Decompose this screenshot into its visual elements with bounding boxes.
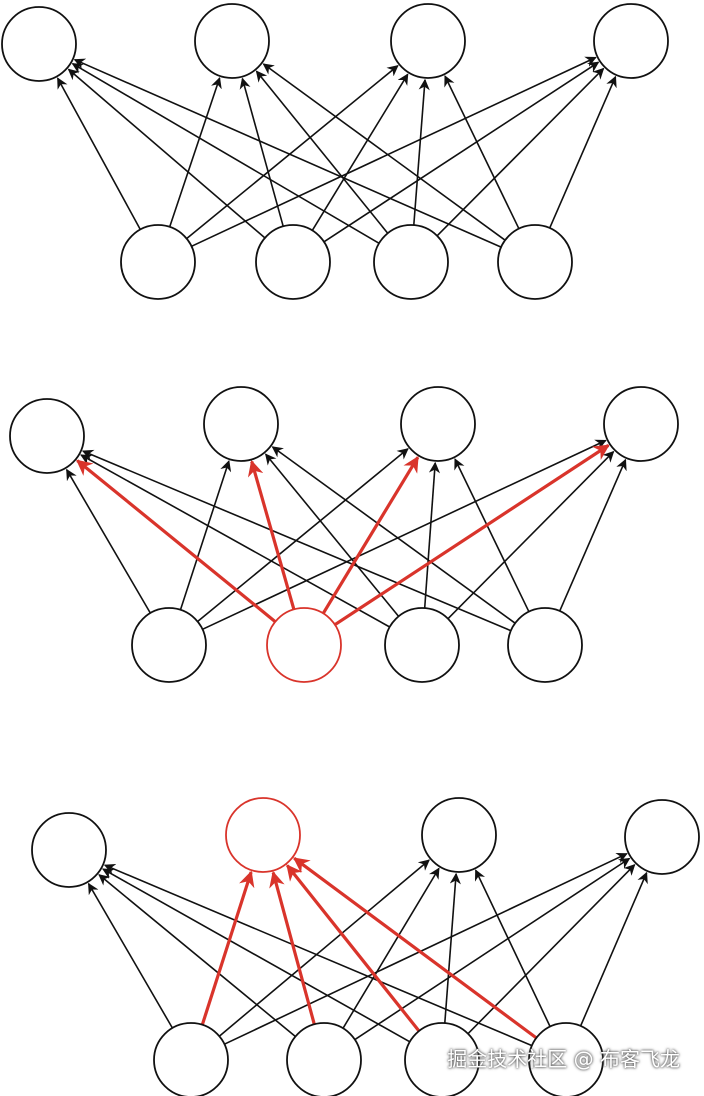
- panel-full-connections: [1, 3, 669, 300]
- output-node-3: [390, 3, 466, 79]
- edge-input-2-to-output-4: [354, 857, 631, 1041]
- output-node-4: [593, 3, 669, 79]
- input-node-2: [255, 224, 331, 300]
- edge-input-1-to-output-4: [202, 439, 607, 631]
- edge-input-2-to-output-2: [247, 459, 296, 610]
- edge-input-4-to-output-3: [474, 869, 551, 1027]
- edge-input-1-to-output-2: [168, 76, 222, 228]
- input-node-1: [131, 607, 207, 683]
- edge-input-4-to-output-4: [548, 75, 617, 229]
- edge-input-4-to-output-2: [262, 63, 506, 241]
- input-node-1: [120, 224, 196, 300]
- output-node-3: [421, 797, 497, 873]
- edge-input-3-to-output-3: [423, 461, 441, 609]
- panel-input-node-highlighted: [9, 386, 679, 683]
- edge-input-1-to-output-2: [179, 460, 232, 611]
- edge-input-2-to-output-3: [342, 867, 440, 1029]
- edge-input-2-to-output-4: [334, 444, 610, 627]
- input-node-1: [153, 1022, 229, 1096]
- edge-input-4-to-output-2: [293, 857, 538, 1040]
- edge-group-highlight: [76, 444, 610, 627]
- edge-input-3-to-output-4: [436, 67, 605, 237]
- edge-group-default: [66, 439, 627, 632]
- edge-input-2-to-output-2: [269, 871, 316, 1025]
- output-node-4: [603, 386, 679, 462]
- edge-input-2-to-output-1: [67, 68, 266, 239]
- edge-input-3-to-output-4: [467, 864, 636, 1035]
- input-node-4: [528, 1022, 604, 1096]
- edge-input-4-to-output-3: [444, 75, 520, 230]
- edge-input-4-to-output-4: [579, 871, 648, 1027]
- edge-input-4-to-output-4: [558, 458, 627, 612]
- input-node-2: [286, 1022, 362, 1096]
- edge-input-1-to-output-2: [200, 870, 255, 1026]
- watermark-text: 掘金技术社区 @ 布客飞龙: [447, 1047, 680, 1071]
- input-node-3: [373, 224, 449, 300]
- input-node-2: [266, 607, 342, 683]
- edge-input-2-to-output-4: [323, 61, 600, 243]
- edge-input-1-to-output-1: [66, 468, 151, 614]
- edge-input-3-to-output-3: [413, 78, 430, 226]
- edge-input-4-to-output-2: [271, 446, 516, 624]
- edge-input-2-to-output-2: [239, 77, 284, 227]
- edge-input-3-to-output-1: [71, 63, 380, 244]
- edge-group-default: [87, 852, 648, 1047]
- edge-input-3-to-output-1: [102, 868, 411, 1043]
- input-node-3: [404, 1022, 480, 1096]
- edge-input-1-to-output-4: [191, 56, 597, 248]
- panel-output-node-highlighted: [31, 797, 700, 1096]
- edge-input-3-to-output-3: [444, 872, 461, 1024]
- output-node-1: [9, 398, 85, 474]
- edge-input-3-to-output-1: [80, 454, 391, 628]
- edge-input-4-to-output-1: [103, 863, 533, 1047]
- edge-input-4-to-output-1: [81, 449, 512, 632]
- output-node-1: [31, 812, 107, 888]
- edge-input-1-to-output-3: [218, 859, 430, 1037]
- edge-input-3-to-output-2: [286, 864, 421, 1032]
- edge-input-4-to-output-1: [73, 58, 502, 248]
- output-node-2: [225, 797, 301, 873]
- edge-group-default: [56, 56, 617, 248]
- input-node-4: [497, 224, 573, 300]
- edge-input-4-to-output-3: [454, 458, 530, 613]
- edge-input-3-to-output-2: [255, 70, 389, 234]
- output-node-4: [624, 799, 700, 875]
- edge-input-3-to-output-4: [447, 450, 615, 620]
- edge-input-2-to-output-3: [321, 455, 420, 615]
- edge-input-1-to-output-1: [87, 882, 174, 1029]
- edge-input-3-to-output-2: [264, 453, 400, 617]
- output-node-3: [400, 386, 476, 462]
- edge-input-2-to-output-1: [98, 874, 296, 1038]
- output-node-2: [194, 3, 270, 79]
- input-node-4: [507, 607, 583, 683]
- edge-input-2-to-output-3: [311, 73, 409, 231]
- edge-input-1-to-output-4: [224, 852, 628, 1045]
- edge-input-1-to-output-3: [186, 64, 399, 240]
- input-node-3: [384, 607, 460, 683]
- edge-input-2-to-output-1: [76, 459, 277, 623]
- edge-input-1-to-output-1: [56, 77, 142, 230]
- output-node-2: [203, 386, 279, 462]
- edge-input-1-to-output-3: [197, 448, 409, 623]
- edge-group-highlight: [200, 857, 538, 1040]
- output-node-1: [1, 6, 77, 82]
